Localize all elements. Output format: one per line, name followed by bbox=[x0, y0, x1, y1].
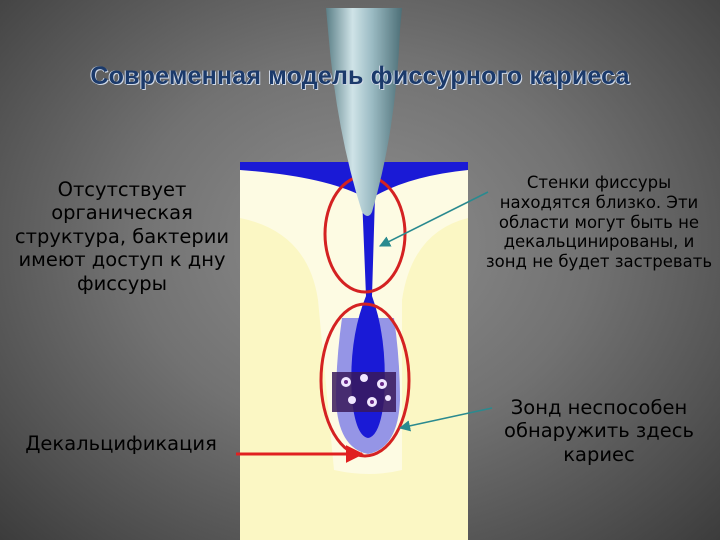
slide-title: Современная модель фиссурного кариеса bbox=[90, 62, 630, 90]
arrow-to-caries bbox=[398, 407, 493, 432]
organic-structure-note: Отсутствует органическая структура, бакт… bbox=[14, 178, 230, 295]
fissure-walls-note: Стенки фиссуры находятся близко. Эти обл… bbox=[485, 173, 713, 272]
decalcification-label: Декальцификация bbox=[25, 432, 217, 455]
probe-undetected-note: Зонд неспособен обнаружить здесь кариес bbox=[504, 396, 694, 466]
lower-highlight-ellipse bbox=[319, 302, 411, 458]
probe-instrument-icon bbox=[326, 8, 402, 216]
arrow-to-fissure-walls bbox=[378, 191, 489, 247]
bacteria-cluster-icon bbox=[332, 372, 396, 412]
